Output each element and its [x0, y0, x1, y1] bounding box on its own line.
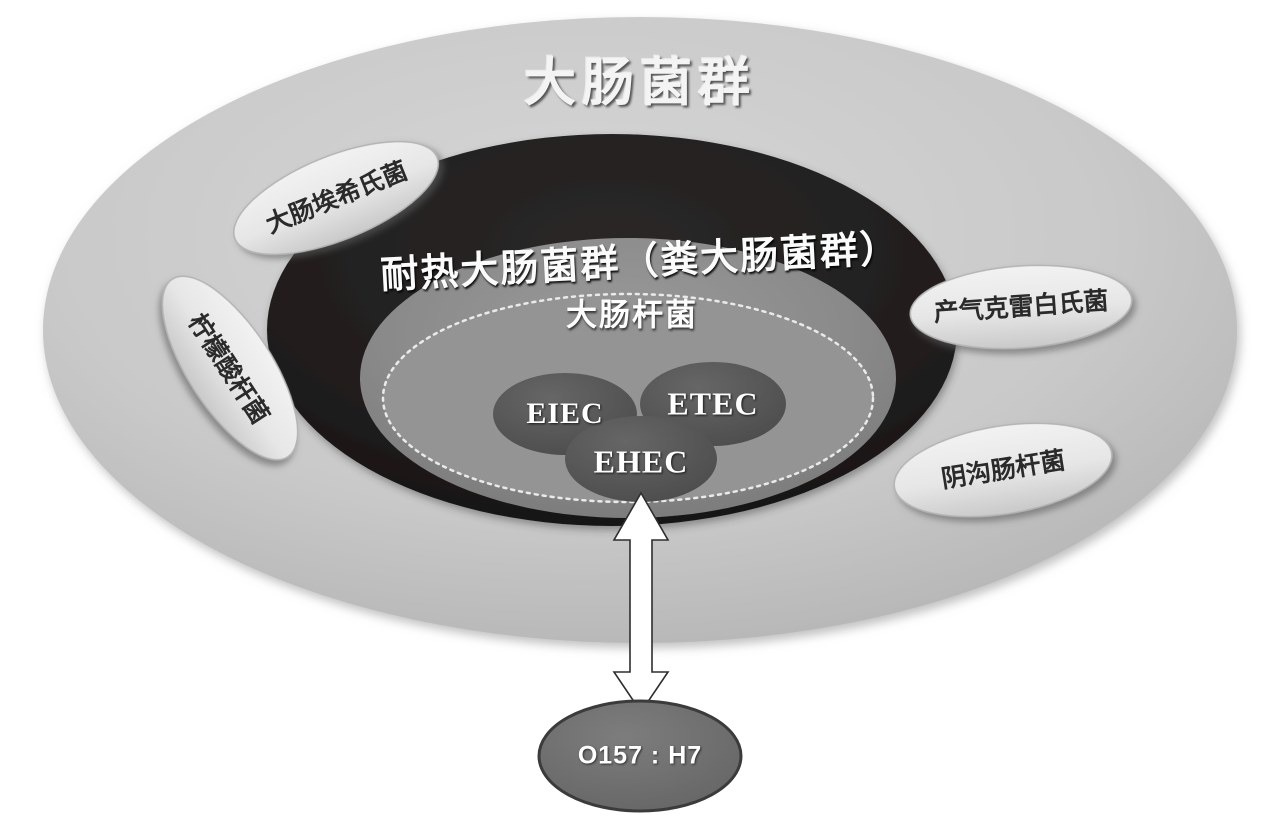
- genus-pod-enterobacter: [893, 422, 1113, 518]
- genus-pod-citrobacter: [161, 275, 299, 461]
- strain-ellipse-ehec: [565, 416, 717, 502]
- genus-pod-klebsiella: [909, 264, 1133, 350]
- genus-pod-escherichia: [232, 140, 440, 256]
- serotype-ellipse-o157h7: [537, 699, 743, 813]
